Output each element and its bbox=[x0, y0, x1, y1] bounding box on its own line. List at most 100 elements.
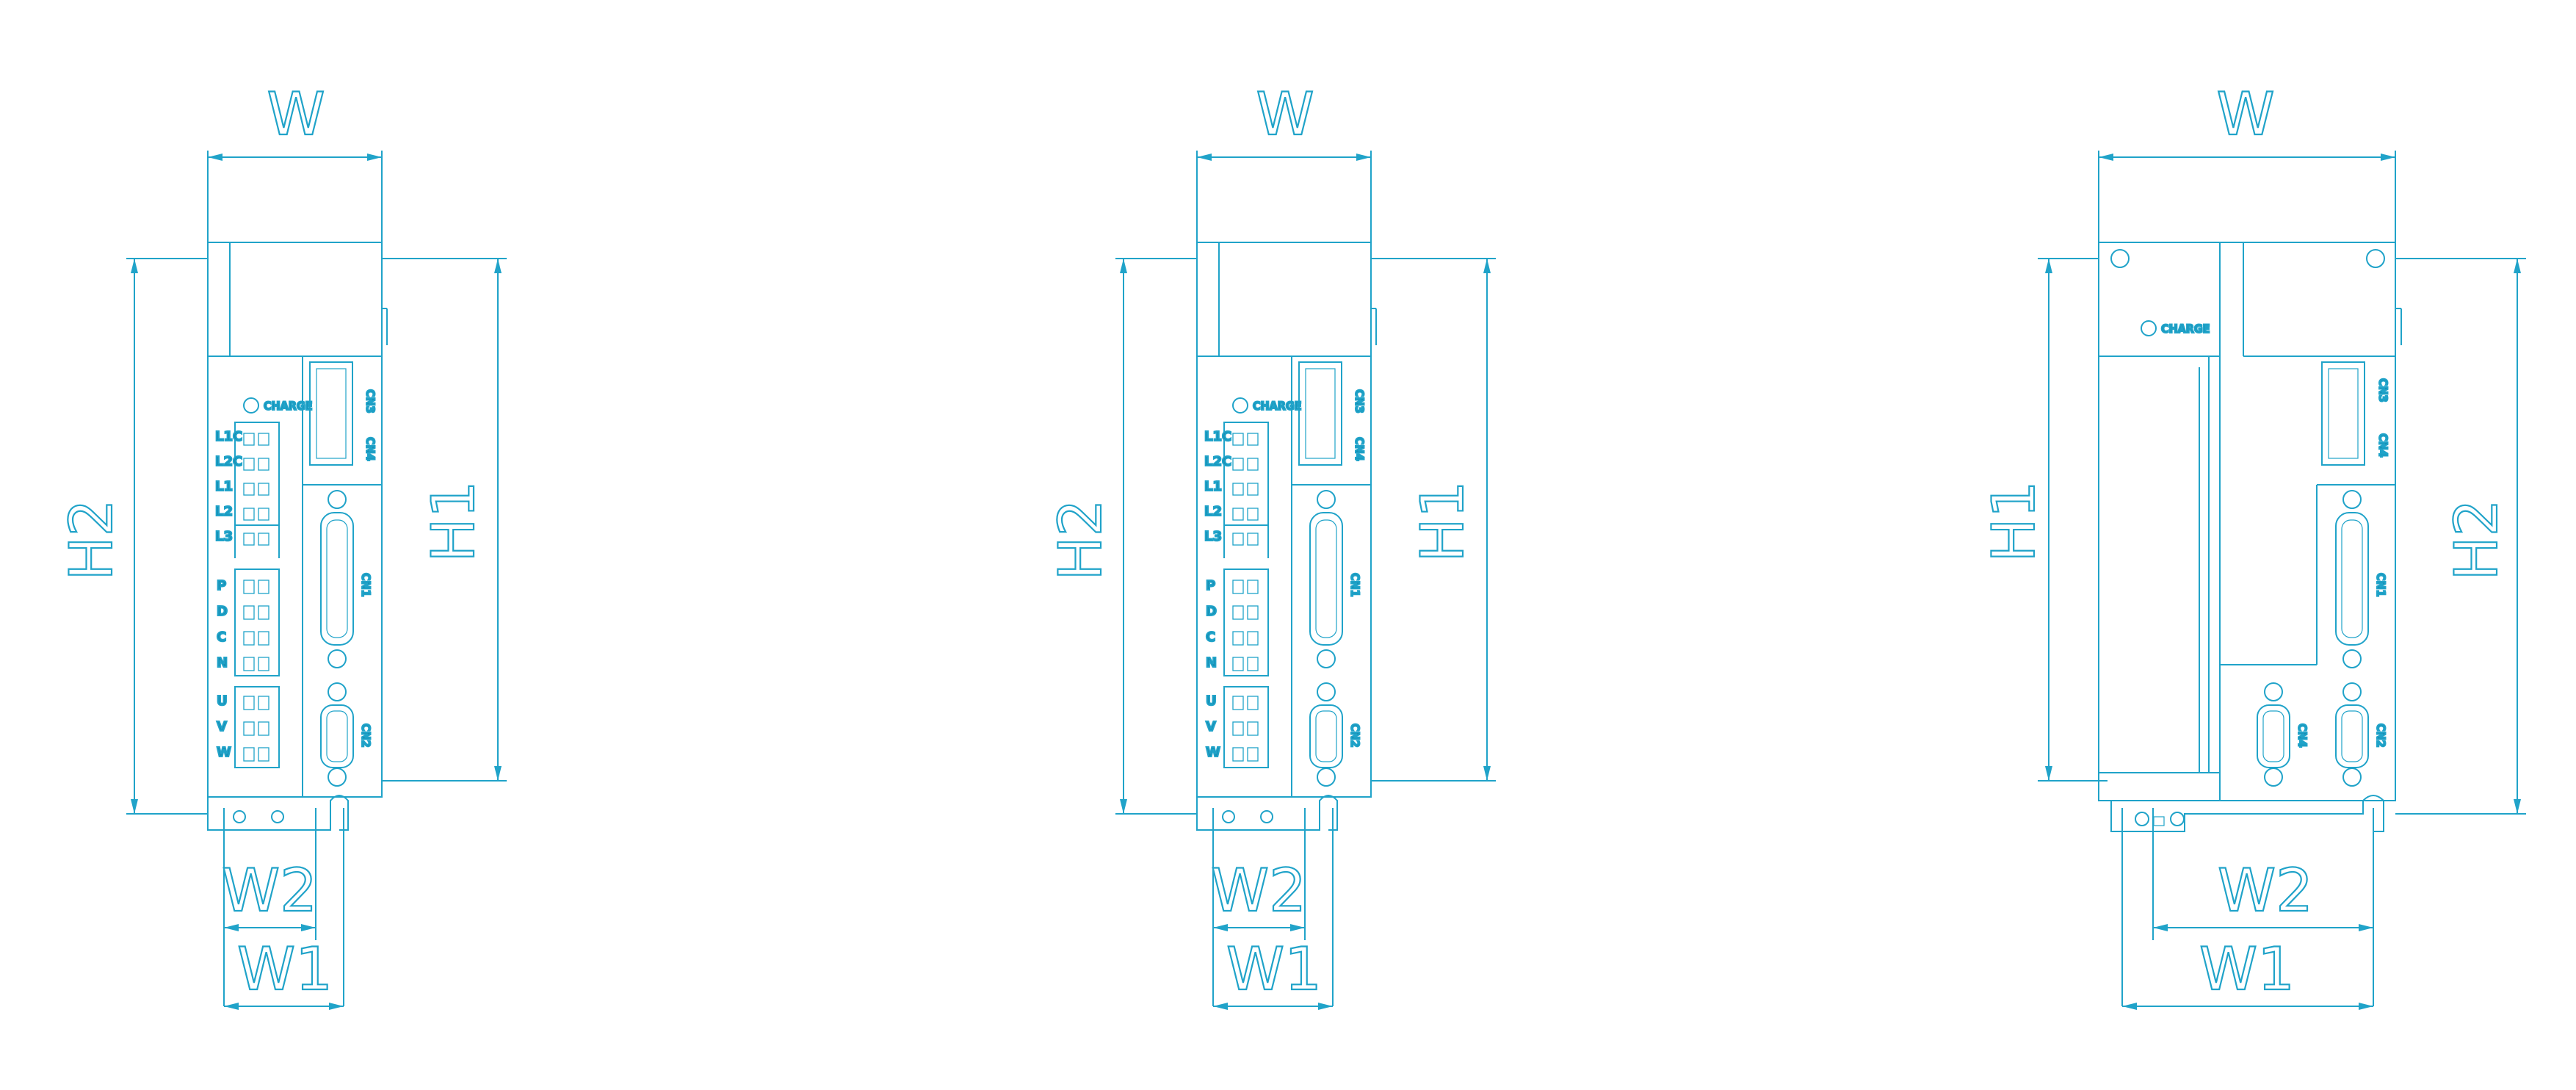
cn2-label: CN2 bbox=[1348, 723, 1362, 748]
dim-h1-label: H1 bbox=[1980, 480, 2048, 562]
mount-foot bbox=[2110, 795, 2384, 832]
cn3-port bbox=[2321, 361, 2365, 466]
mount-hole-icon bbox=[2110, 249, 2130, 268]
cn1-screw-icon bbox=[2342, 649, 2362, 668]
cn2-screw-icon bbox=[2342, 682, 2362, 701]
terminal-c: C bbox=[1206, 629, 1215, 645]
cn1-screw-icon bbox=[1317, 490, 1336, 509]
charge-led-icon bbox=[243, 397, 259, 414]
cn4-screw-icon bbox=[2264, 682, 2283, 701]
terminal-screws-regen bbox=[243, 580, 269, 671]
terminal-l2c: L2C bbox=[215, 454, 242, 469]
terminal-block-regen bbox=[234, 569, 280, 676]
mount-hole-icon bbox=[233, 810, 246, 823]
terminal-n: N bbox=[1206, 655, 1217, 671]
terminal-v: V bbox=[217, 719, 227, 735]
terminal-block-motor bbox=[1223, 686, 1269, 768]
terminal-l2: L2 bbox=[1204, 504, 1222, 519]
terminal-p: P bbox=[217, 578, 226, 593]
terminal-block-motor bbox=[234, 686, 280, 768]
terminal-l1c: L1C bbox=[215, 429, 242, 444]
terminal-screws-regen bbox=[1232, 580, 1259, 671]
cn2-screw-icon bbox=[328, 682, 347, 701]
dim-h2-label: H2 bbox=[57, 499, 126, 580]
dim-h1-label: H1 bbox=[1408, 480, 1477, 562]
cn1-label: CN1 bbox=[2374, 573, 2388, 597]
cn1-screw-icon bbox=[328, 649, 347, 668]
charge-label: CHARGE bbox=[2161, 322, 2210, 336]
cn4-port bbox=[2257, 704, 2290, 768]
dim-w2-label: W2 bbox=[1211, 856, 1306, 925]
terminal-n: N bbox=[217, 655, 228, 671]
terminal-screws-motor bbox=[1232, 696, 1259, 762]
cn1-label: CN1 bbox=[359, 573, 373, 597]
charge-label: CHARGE bbox=[1253, 399, 1301, 413]
cn2-label: CN2 bbox=[2374, 723, 2388, 748]
cn1-port bbox=[320, 512, 354, 646]
terminal-l3: L3 bbox=[1204, 529, 1222, 544]
terminal-v: V bbox=[1206, 719, 1216, 735]
cn4-label: CN4 bbox=[1353, 437, 1367, 461]
cn2-screw-icon bbox=[328, 768, 347, 787]
drive-body bbox=[2098, 242, 2396, 801]
terminal-c: C bbox=[217, 629, 226, 645]
cn1-port bbox=[2335, 512, 2369, 646]
cn2-port bbox=[1309, 704, 1343, 768]
terminal-block-regen bbox=[1223, 569, 1269, 676]
dim-h2-label: H2 bbox=[2442, 499, 2511, 580]
terminal-p: P bbox=[1206, 578, 1215, 593]
cn2-label: CN2 bbox=[359, 723, 373, 748]
cn3-label: CN3 bbox=[2376, 378, 2390, 403]
cn4-label: CN4 bbox=[363, 437, 377, 461]
cn2-port bbox=[320, 704, 354, 768]
terminal-l3: L3 bbox=[215, 529, 233, 544]
mount-foot bbox=[1196, 795, 1338, 831]
mount-hole-icon bbox=[1260, 810, 1273, 823]
dim-w1-label: W1 bbox=[237, 935, 333, 1003]
mount-hole-icon bbox=[2135, 812, 2149, 826]
terminal-d: D bbox=[217, 604, 228, 619]
dim-w-label: W bbox=[2216, 80, 2274, 148]
cn4-screw-icon bbox=[2264, 768, 2283, 787]
cn1-port bbox=[1309, 512, 1343, 646]
cn1-screw-icon bbox=[1317, 649, 1336, 668]
terminal-l1: L1 bbox=[1204, 479, 1222, 494]
dim-h2-label: H2 bbox=[1046, 499, 1115, 580]
charge-led-icon bbox=[1232, 397, 1248, 414]
cn1-screw-icon bbox=[328, 490, 347, 509]
cn3-port bbox=[309, 361, 353, 466]
drawing-right: W H1 H2 CHARGE bbox=[1979, 79, 2526, 1010]
cn3-port bbox=[1298, 361, 1342, 466]
cn3-label: CN3 bbox=[1353, 389, 1367, 414]
cn1-screw-icon bbox=[2342, 490, 2362, 509]
terminal-w: W bbox=[1206, 745, 1220, 760]
terminal-block-power bbox=[234, 422, 280, 526]
cn2-screw-icon bbox=[2342, 768, 2362, 787]
terminal-u: U bbox=[217, 693, 228, 709]
charge-label: CHARGE bbox=[264, 399, 312, 413]
cn2-port bbox=[2335, 704, 2369, 768]
mount-foot bbox=[207, 795, 349, 831]
cn3-label: CN3 bbox=[363, 389, 377, 414]
cn4-label: CN4 bbox=[2376, 433, 2390, 458]
dim-w2-label: W2 bbox=[222, 856, 317, 925]
terminal-l1: L1 bbox=[215, 479, 233, 494]
drawing-middle: W H2 H1 CN3 CN4 CHARGE L1C L2C L1 L2 L3 bbox=[1046, 79, 1496, 1010]
cn2-screw-icon bbox=[1317, 768, 1336, 787]
terminal-w: W bbox=[217, 745, 231, 760]
terminal-screws-motor bbox=[243, 696, 269, 762]
terminal-block-power bbox=[1223, 422, 1269, 526]
terminal-d: D bbox=[1206, 604, 1217, 619]
dim-w-label: W bbox=[267, 80, 325, 148]
terminal-l1c: L1C bbox=[1204, 429, 1231, 444]
mount-hole-icon bbox=[271, 810, 284, 823]
terminal-screws-power bbox=[243, 433, 269, 546]
drawing-left: W H2 H1 CN3 CN4 CHARGE L1C L2C L bbox=[57, 79, 507, 1010]
terminal-l2c: L2C bbox=[1204, 454, 1231, 469]
side-panel bbox=[2098, 355, 2210, 773]
dim-h1-label: H1 bbox=[419, 480, 488, 562]
charge-led-icon bbox=[2141, 320, 2157, 336]
mount-hole-icon bbox=[1222, 810, 1235, 823]
